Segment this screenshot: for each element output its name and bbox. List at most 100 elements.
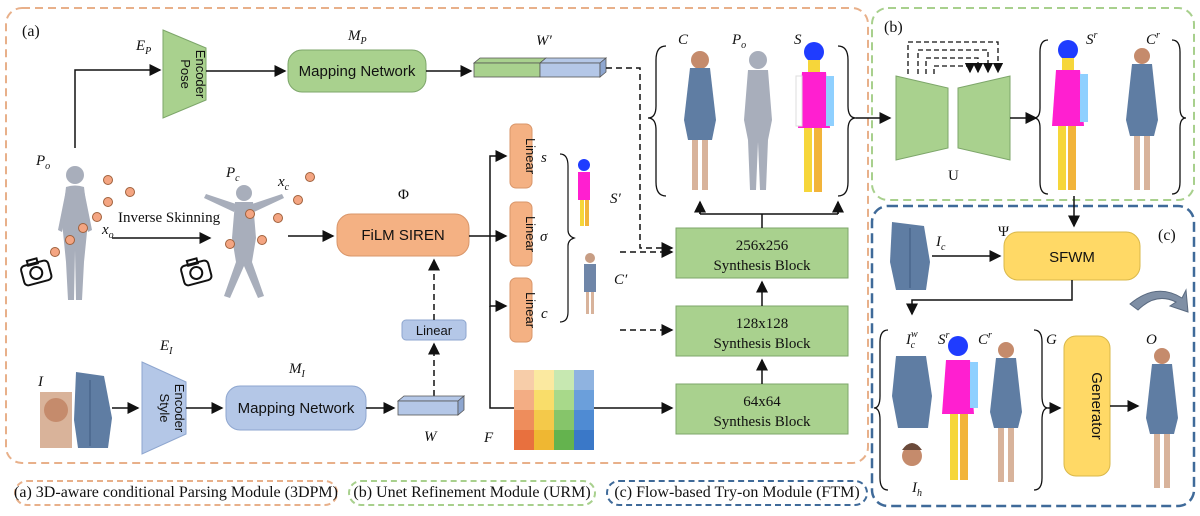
- synthesis-64: 64x64 Synthesis Block: [675, 383, 849, 435]
- psi-symbol: Ψ: [998, 224, 1010, 240]
- style-encoder: Style Encoder: [141, 361, 187, 455]
- sr-label-c: Sr: [938, 330, 950, 348]
- linear-mid-label: Linear: [416, 323, 453, 338]
- svg-text:64x64: 64x64: [743, 394, 781, 410]
- cycle-arrow-icon: [1129, 288, 1189, 313]
- svg-text:Synthesis Block: Synthesis Block: [713, 336, 811, 352]
- s-prime-image: [578, 159, 590, 226]
- svg-text:Linear: Linear: [523, 138, 538, 175]
- g-symbol: G: [1046, 332, 1057, 348]
- unet-label: U: [948, 168, 959, 184]
- film-siren: [336, 213, 470, 257]
- caption-b: (b) Unet Refinement Module (URM): [348, 480, 596, 506]
- svg-text:Linear: Linear: [523, 292, 538, 329]
- camera-icon-2: [180, 257, 213, 287]
- film-siren-label: FiLM SIREN: [361, 227, 444, 244]
- svg-text:Synthesis Block: Synthesis Block: [713, 414, 811, 430]
- svg-text:Synthesis Block: Synthesis Block: [713, 258, 811, 274]
- svg-text:Style: Style: [157, 394, 172, 423]
- mapping-i-symbol: MI: [288, 361, 306, 380]
- brace-gen-left: [873, 329, 889, 491]
- icw-image: [892, 356, 932, 428]
- cr-label-c: Cr: [978, 330, 992, 348]
- caption-c: (c) Flow-based Try-on Module (FTM): [606, 480, 868, 506]
- o-label: O: [1146, 332, 1157, 348]
- refined-s-image: [1052, 40, 1088, 190]
- sample-points-c: [225, 172, 315, 249]
- output-po-image: [744, 51, 772, 190]
- x-o-label: xo: [101, 222, 114, 241]
- output-c-image: [684, 51, 716, 190]
- w-label: W: [424, 429, 438, 445]
- ic-image: [890, 222, 930, 290]
- mapping-p-symbol: MP: [347, 28, 367, 47]
- linear-c: Linear: [509, 277, 538, 343]
- pose-encoder: Pose Encoder: [162, 29, 208, 119]
- out-c: c: [541, 306, 548, 322]
- panel-a-label: (a): [22, 23, 40, 40]
- svg-text:Linear: Linear: [523, 216, 538, 253]
- cr-image-c: [990, 342, 1022, 482]
- output-s-label: S: [794, 32, 802, 48]
- generator-label: Generator: [1088, 372, 1105, 440]
- panel-c-label: (c): [1158, 227, 1176, 244]
- brace-refined-left: [1033, 39, 1049, 195]
- panel-b-border: [871, 7, 1195, 201]
- w-vector: [396, 395, 466, 416]
- output-s-image: [795, 42, 834, 192]
- refined-c-label: Cr: [1146, 30, 1160, 48]
- caption-a: (a) 3D-aware conditional Parsing Module …: [14, 480, 338, 506]
- style-encoder-symbol: EI: [159, 338, 173, 357]
- synthesis-128: 128x128 Synthesis Block: [675, 305, 849, 357]
- camera-icon: [20, 257, 53, 287]
- p-c-body: [204, 185, 284, 298]
- brace-outputs-right: [837, 45, 857, 197]
- inverse-skinning-label: Inverse Skinning: [118, 210, 221, 226]
- c-prime-image: [584, 253, 596, 314]
- brace-refined-right: [1171, 39, 1187, 195]
- i-label: I: [37, 374, 44, 390]
- linear-s: Linear: [509, 123, 538, 189]
- c-prime-label: C′: [614, 272, 628, 288]
- feature-grid-f: [514, 370, 594, 450]
- input-image-i: [40, 372, 112, 448]
- svg-text:Encoder: Encoder: [172, 384, 187, 433]
- svg-text:Pose: Pose: [178, 59, 193, 89]
- refined-s-label: Sr: [1086, 30, 1098, 48]
- output-c-label: C: [678, 32, 689, 48]
- p-c-label: Pc: [225, 165, 240, 184]
- svg-text:Encoder: Encoder: [193, 50, 208, 99]
- synthesis-256: 256x256 Synthesis Block: [675, 227, 849, 279]
- phi-symbol: Φ: [398, 187, 409, 203]
- unet: [895, 75, 1011, 161]
- s-prime-label: S′: [610, 191, 622, 207]
- mapping-network-p-label: Mapping Network: [299, 63, 416, 80]
- sfwm-label: SFWM: [1049, 249, 1095, 266]
- refined-c-image: [1126, 48, 1158, 190]
- brace-sc: [559, 153, 576, 323]
- svg-text:128x128: 128x128: [736, 316, 789, 332]
- svg-text:256x256: 256x256: [736, 238, 789, 254]
- skip-connections: [907, 41, 1004, 74]
- out-sigma: σ: [540, 229, 548, 245]
- ic-label: Ic: [935, 234, 946, 253]
- out-s: s: [541, 150, 547, 166]
- output-po-label: Po: [731, 32, 746, 51]
- panel-c-border: [870, 204, 1196, 508]
- linear-sigma: Linear: [509, 201, 538, 267]
- p-o-label: Po: [35, 153, 50, 172]
- output-o-image: [1146, 348, 1178, 488]
- ih-image: [902, 443, 922, 466]
- w-prime-vector: [472, 57, 608, 78]
- panel-b-label: (b): [884, 19, 903, 36]
- brace-gen-right: [1033, 329, 1049, 491]
- brace-outputs-left: [647, 45, 667, 197]
- w-prime-label: W′: [536, 33, 552, 49]
- ih-label: Ih: [911, 480, 922, 499]
- pose-encoder-symbol: EP: [135, 38, 151, 57]
- panel-a-border: [5, 7, 869, 464]
- x-c-label: xc: [277, 174, 290, 193]
- mapping-network-i-label: Mapping Network: [238, 400, 355, 417]
